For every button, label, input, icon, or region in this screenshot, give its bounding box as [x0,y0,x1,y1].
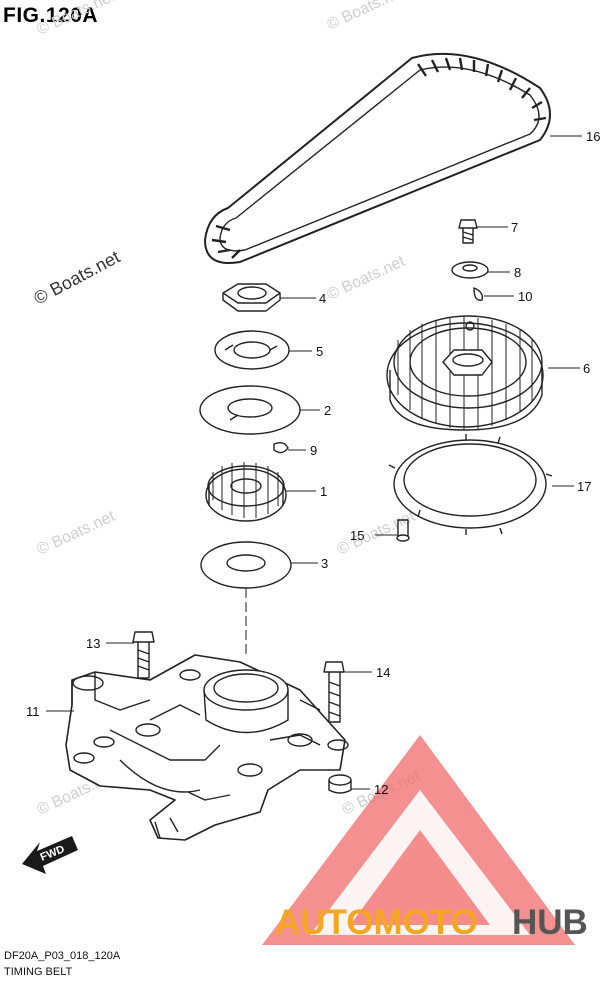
callout-3: 3 [321,556,328,571]
key-10-part [473,287,484,301]
watermark-text: © Boats.net [35,508,119,559]
callout-16: 16 [586,129,600,144]
key-9-part [273,441,289,454]
callout-2: 2 [324,403,331,418]
bracket-11-part [65,654,349,841]
watermark-text: © Boats.net [35,0,119,39]
bolt-13-part [132,631,155,679]
callout-14: 14 [376,665,390,680]
bolt-14-part [323,661,345,723]
figure-name: TIMING BELT [4,966,73,978]
callout-5: 5 [316,344,323,359]
callout-4: 4 [319,291,326,306]
callout-17: 17 [577,479,591,494]
screw-15-part [396,519,410,542]
watermark-text: © Boats.net [325,253,409,304]
callout-15: 15 [350,528,364,543]
callout-10: 10 [518,289,532,304]
callout-8: 8 [514,265,521,280]
lock-washer-5-part [214,330,290,370]
callout-6: 6 [583,361,590,376]
callout-12: 12 [374,782,388,797]
callout-1: 1 [320,484,327,499]
cam-pulley-6-part [386,315,544,431]
nut-4-part [222,283,281,312]
callout-9: 9 [310,443,317,458]
timing-belt-part [204,52,551,264]
washer-2-part [199,385,301,435]
dowel-12-part [328,774,352,794]
watermark-text: © Boats.net [325,0,409,34]
plate-17-part [388,434,553,535]
forward-arrow-icon: FWD [22,836,78,874]
watermark-text: © Boats.net [335,508,419,559]
washer-3-part [200,541,292,589]
figure-code: DF20A_P03_018_120A [4,950,121,962]
automotohub-logo: AUTOMOTO HUB [262,735,588,945]
logo-text-left: AUTOMOTO [275,903,478,942]
figure-title: FIG.120A [3,4,99,27]
callout-7: 7 [511,220,518,235]
callout-11: 11 [26,704,40,719]
watermark-text-dark: © Boats.net [30,247,123,309]
logo-text-right: HUB [512,903,588,942]
crank-pulley-1-part [205,462,287,522]
washer-8-part [451,261,489,279]
callout-13: 13 [86,636,100,651]
bolt-7-part [458,219,478,244]
